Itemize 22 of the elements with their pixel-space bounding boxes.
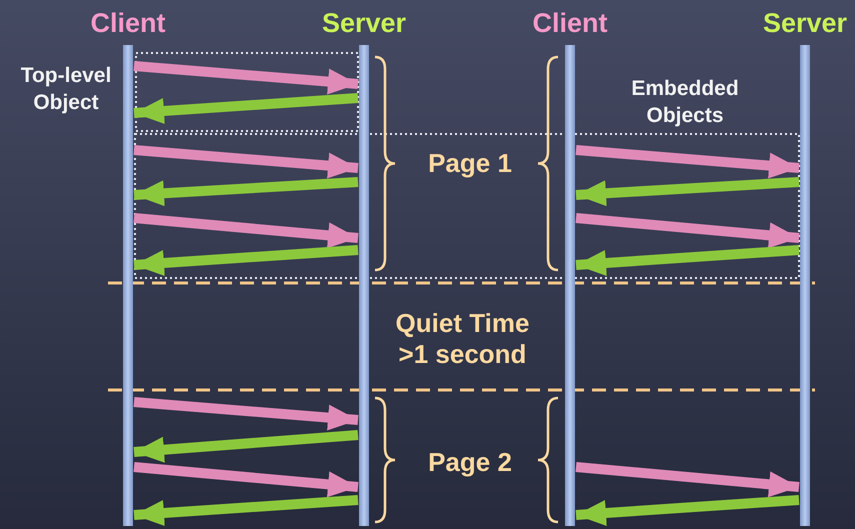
message-arrow [576, 495, 800, 526]
message-arrow [134, 61, 358, 95]
message-arrow [576, 177, 800, 206]
message-arrow [134, 495, 358, 526]
lifeline-label: Server [320, 8, 408, 39]
message-arrow [134, 462, 358, 498]
phase-label: Page 2 [427, 447, 513, 478]
phase-label: Quiet Time >1 second [394, 308, 530, 370]
message-arrow [134, 145, 358, 179]
lifeline-label: Client [531, 8, 608, 39]
message-arrow [134, 177, 358, 206]
group-heading: Embedded Objects [630, 76, 740, 129]
message-arrow [134, 245, 358, 276]
group-heading: Top-level Object [20, 63, 112, 116]
message-arrow [576, 245, 800, 276]
lifeline-label: Client [89, 8, 166, 39]
lifeline-label: Server [762, 8, 848, 39]
message-arrow [134, 430, 358, 463]
message-arrow [134, 93, 358, 124]
message-arrow [134, 397, 358, 431]
message-arrow [576, 145, 800, 179]
phase-label: Page 1 [427, 148, 513, 179]
